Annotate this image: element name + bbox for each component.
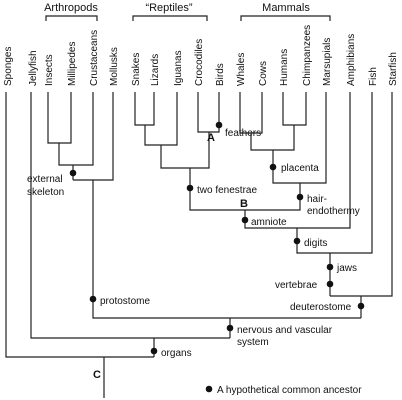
branch-whales-cows <box>239 92 263 134</box>
node-two-fenestrae <box>186 184 194 192</box>
trait-organs: organs <box>161 348 192 359</box>
taxon-sponges: Sponges <box>3 47 14 86</box>
trait-external-skeleton-line1: external <box>27 174 63 185</box>
taxon-crustaceans: Crustaceans <box>89 30 100 86</box>
marker-a: A <box>207 132 215 144</box>
node-digits <box>293 237 301 245</box>
group-title-arthropods: Arthropods <box>44 2 98 14</box>
trait-labels: external skeleton feathers placenta two … <box>27 128 360 359</box>
branch-diapsids <box>160 132 210 169</box>
trait-feathers: feathers <box>225 128 261 139</box>
trait-nervous-vascular-line1: nervous and vascular <box>237 325 333 336</box>
taxon-birds: Birds <box>215 63 226 86</box>
branch-deuterostomes <box>330 92 393 297</box>
trait-digits: digits <box>304 238 327 249</box>
trait-nervous-vascular-line2: system <box>237 337 269 348</box>
node-feathers <box>215 121 223 129</box>
taxon-starfish: Starfish <box>388 52 399 86</box>
tree-branches <box>5 92 393 398</box>
branch-bilaterians <box>92 180 361 319</box>
taxon-amphibians: Amphibians <box>346 34 357 86</box>
taxon-millipedes: Millipedes <box>67 42 78 86</box>
node-vertebrae <box>326 280 334 288</box>
taxon-insects: Insects <box>44 54 55 86</box>
trait-hair-endothermy-line2: endothermy <box>307 206 360 217</box>
node-protostome <box>89 295 97 303</box>
trait-protostome: protostome <box>100 296 150 307</box>
taxon-mollusks: Mollusks <box>109 47 120 86</box>
taxon-lizards: Lizards <box>150 54 161 86</box>
taxon-labels: Sponges Jellyfish Insects Millipedes Cru… <box>3 25 399 86</box>
mammals-bracket <box>240 15 331 21</box>
ancestor-nodes <box>69 121 365 355</box>
trait-jaws: jaws <box>336 263 357 274</box>
node-organs <box>150 347 158 355</box>
node-hair-endothermy <box>296 193 304 201</box>
trait-external-skeleton-line2: skeleton <box>27 187 64 198</box>
trait-amniote: amniote <box>251 217 287 228</box>
group-brackets <box>45 15 331 21</box>
arthropods-bracket <box>45 15 98 21</box>
trait-placenta: placenta <box>281 163 319 174</box>
branch-squamates <box>144 92 178 146</box>
taxon-marsupials: Marsupials <box>322 38 333 86</box>
trait-deuterostome: deuterostome <box>290 302 352 313</box>
taxon-humans: Humans <box>279 49 290 86</box>
branch-snakes-lizards <box>134 92 155 126</box>
taxon-whales: Whales <box>236 53 247 86</box>
group-title-mammals: Mammals <box>262 2 310 14</box>
taxon-chimpanzees: Chimpanzees <box>302 25 313 86</box>
taxon-crocodiles: Crocodiles <box>194 39 205 86</box>
node-amniote <box>241 216 249 224</box>
branch-humans-chimps <box>282 92 307 126</box>
branch-eumetazoans <box>30 92 230 339</box>
node-external-skeleton <box>69 169 77 177</box>
branch-crocodiles-birds <box>197 92 220 133</box>
legend-text: A hypothetical common ancestor <box>217 385 362 396</box>
taxon-cows: Cows <box>258 61 269 86</box>
node-nervous-vascular <box>226 324 234 332</box>
marker-b: B <box>240 198 248 210</box>
branch-arthropods <box>58 92 94 166</box>
taxon-snakes: Snakes <box>131 53 142 86</box>
marker-c: C <box>93 369 101 381</box>
taxon-fish: Fish <box>368 67 379 86</box>
legend-dot-icon <box>205 385 213 393</box>
branch-root <box>5 92 154 358</box>
reptiles-bracket <box>132 15 208 21</box>
node-jaws <box>326 263 334 271</box>
trait-hair-endothermy-line1: hair- <box>307 194 327 205</box>
group-title-reptiles: “Reptiles” <box>145 2 192 14</box>
trait-two-fenestrae: two fenestrae <box>197 185 257 196</box>
node-deuterostome <box>357 302 365 310</box>
branch-protostomes <box>73 92 114 181</box>
taxon-jellyfish: Jellyfish <box>28 50 39 86</box>
taxon-iguanas: Iguanas <box>173 50 184 86</box>
legend: A hypothetical common ancestor <box>205 385 362 396</box>
node-placenta <box>269 163 277 171</box>
branch-insects-millipedes <box>47 92 72 144</box>
trait-vertebrae: vertebrae <box>275 280 318 291</box>
